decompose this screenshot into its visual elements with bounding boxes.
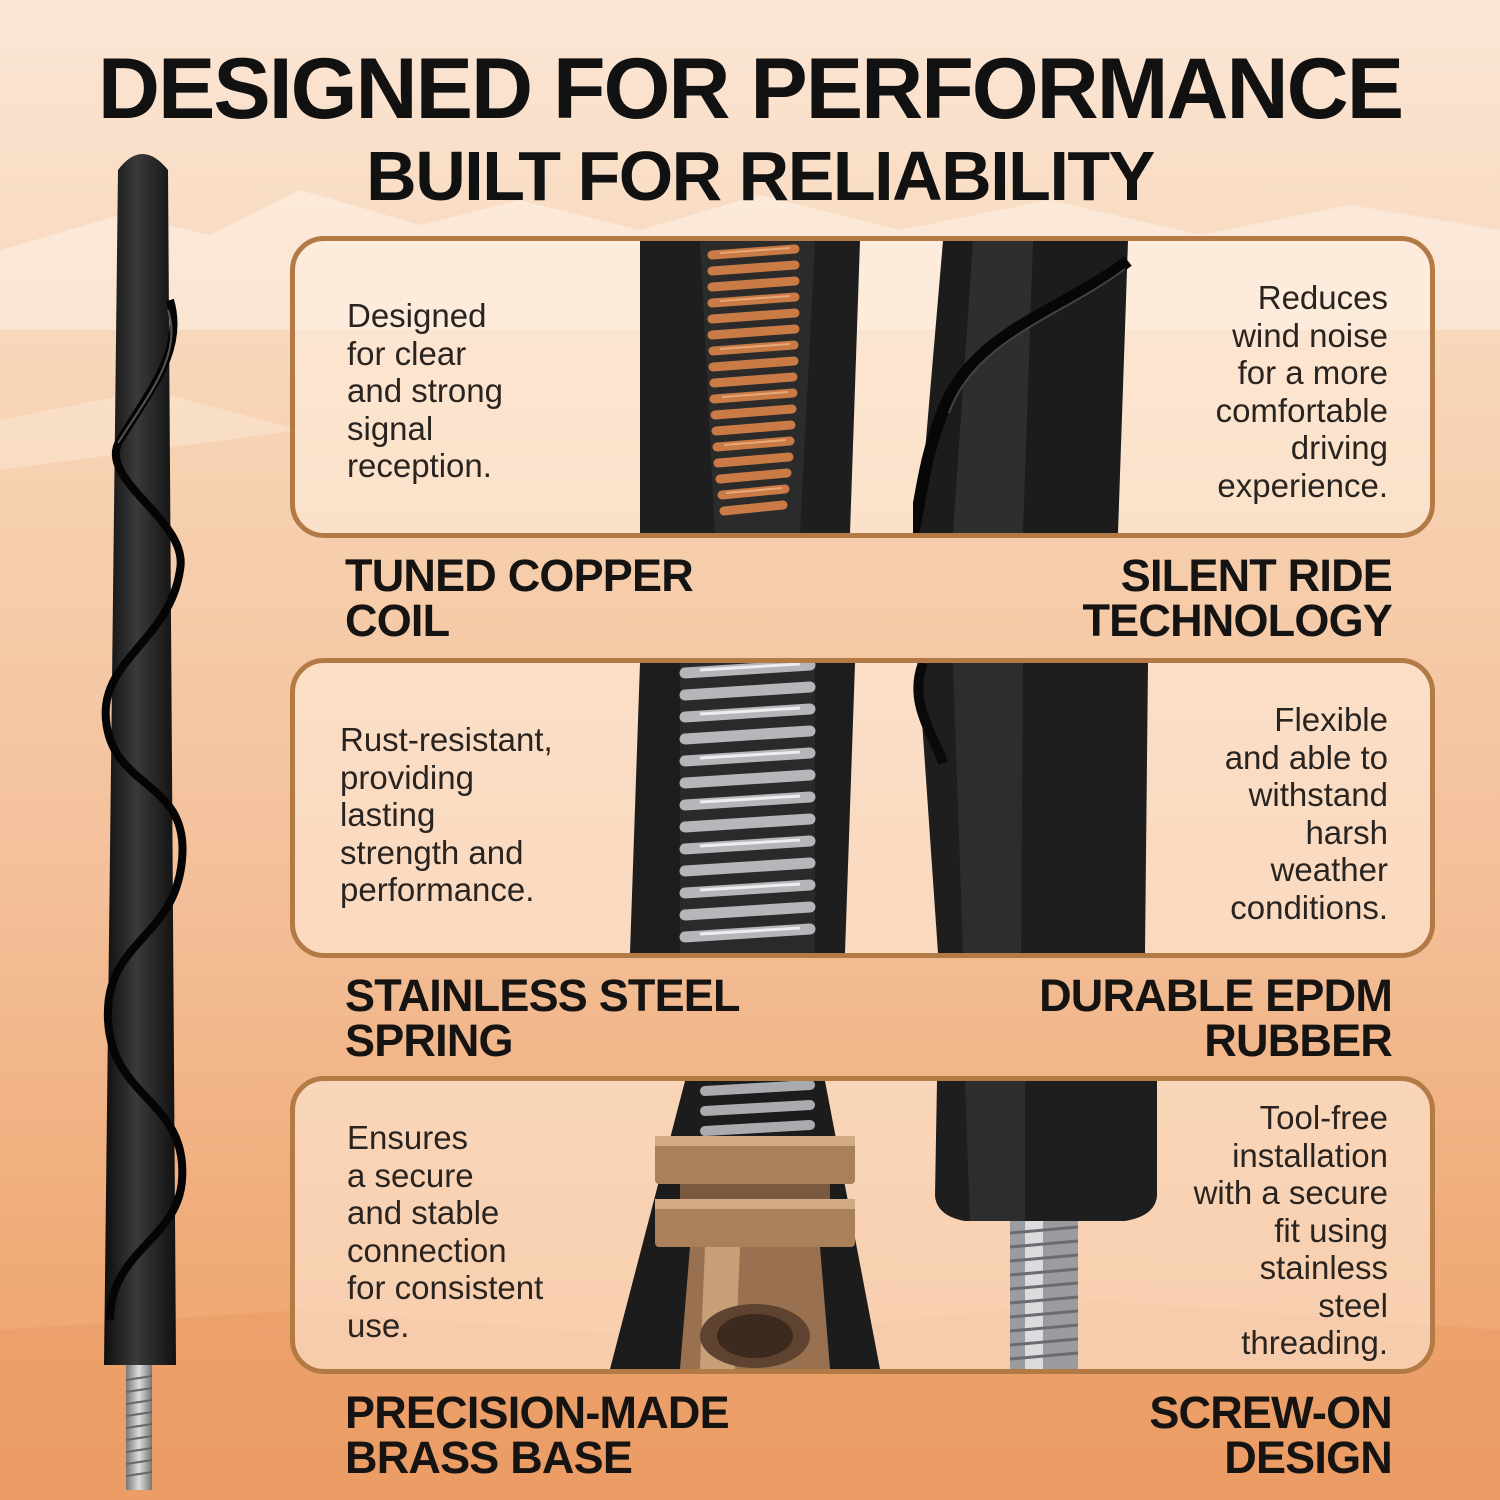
feature-title-screw-on: SCREW-ON DESIGN [1149, 1387, 1392, 1483]
subheadline: BUILT FOR RELIABILITY [366, 137, 1155, 215]
feature-title-epdm-rubber: DURABLE EPDM RUBBER [1039, 970, 1393, 1066]
steel-spring-description: Rust-resistant, providing lasting streng… [340, 721, 553, 908]
brass-base-icon [610, 1081, 880, 1369]
steel-spring-icon [630, 663, 855, 953]
feature-title-copper-coil: TUNED COPPER COIL [345, 550, 694, 646]
copper-coil-icon [640, 241, 860, 533]
feature-panel-copper-silent: Designed for clear and strong signal rec… [290, 236, 1435, 538]
brass-base-description: Ensures a secure and stable connection f… [347, 1119, 544, 1344]
feature-title-steel-spring: STAINLESS STEEL SPRING [345, 970, 741, 1066]
screw-thread-icon [935, 1081, 1157, 1369]
feature-title-silent-ride: SILENT RIDE TECHNOLOGY [1082, 550, 1392, 646]
feature-title-brass-base: PRECISION-MADE BRASS BASE [345, 1387, 730, 1483]
epdm-rubber-icon [913, 663, 1148, 953]
antenna-product-icon [101, 154, 187, 1490]
feature-panel-steel-rubber: Rust-resistant, providing lasting streng… [290, 658, 1435, 958]
silent-ride-description: Reduces wind noise for a more comfortabl… [1215, 279, 1388, 504]
screw-on-description: Tool-free installation with a secure fit… [1193, 1099, 1388, 1361]
feature-panel-brass-screw: Ensures a secure and stable connection f… [290, 1076, 1435, 1374]
epdm-rubber-description: Flexible and able to withstand harsh wea… [1224, 701, 1388, 926]
rubber-spiral-icon [913, 241, 1132, 533]
headline: DESIGNED FOR PERFORMANCE [97, 41, 1404, 137]
copper-coil-description: Designed for clear and strong signal rec… [347, 297, 503, 484]
